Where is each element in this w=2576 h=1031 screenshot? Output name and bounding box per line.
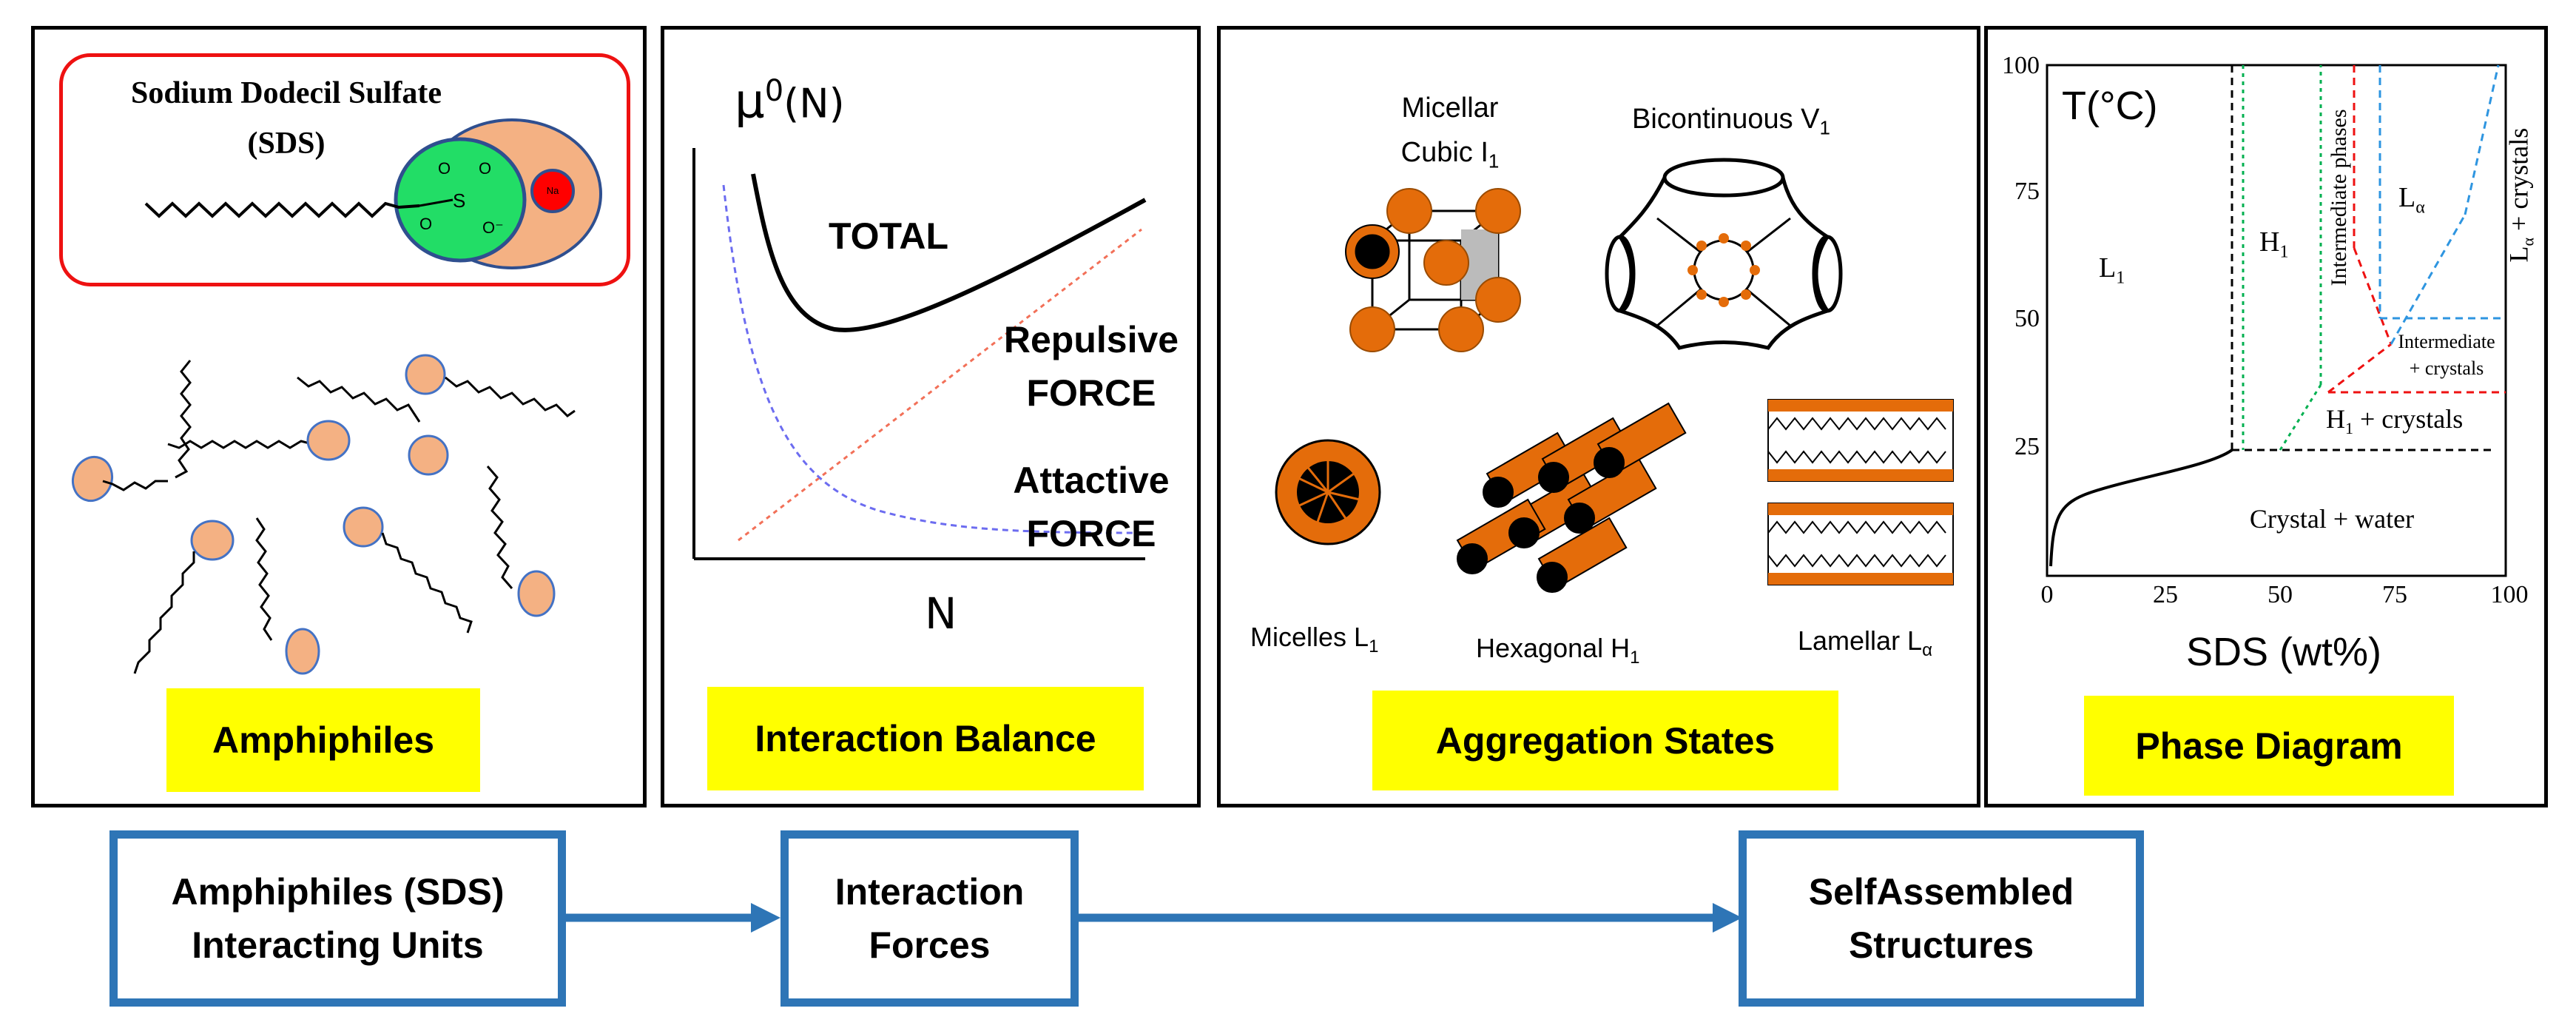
sds-axis-title: SDS (wt%) (2185, 630, 2381, 674)
sulfate-group (394, 137, 527, 263)
amphiphile-2 (167, 420, 351, 461)
interaction-balance-label: Interaction Balance (707, 687, 1144, 790)
region-H1-crystals: H1 + crystals (2326, 404, 2464, 438)
aggregation-drawings (1275, 158, 1954, 593)
flow-box-interaction-line2: Forces (869, 924, 991, 966)
sds-molecule-drawing: Na S O O O⁻ O (72, 118, 602, 675)
amphiphile-7 (255, 517, 320, 675)
micellar-label-line1: Micellar (1401, 93, 1499, 124)
arrow-head-2 (1713, 903, 1742, 933)
x-tick-0: 0 (2040, 581, 2054, 608)
flow-box-self-assembled-line2: Structures (1848, 924, 2034, 966)
phase-diagram-label: Phase Diagram (2084, 696, 2454, 796)
flow-box-self-assembled-line1: SelfAssembled (1808, 871, 2074, 913)
micellar-cubic-structure (1345, 188, 1521, 352)
amphiphile-8 (486, 466, 556, 617)
x-tick-75: 75 (2382, 581, 2407, 608)
y-tick-75: 75 (2014, 178, 2040, 205)
attractive-label-line1: Attactive (1013, 460, 1170, 501)
region-intermediate-crystals-line1: Intermediate (2398, 331, 2495, 352)
amphiphile-1 (72, 360, 192, 503)
svg-text:O: O (419, 215, 432, 233)
region-crystal-water: Crystal + water (2249, 504, 2415, 534)
y-tick-25: 25 (2014, 433, 2040, 460)
attractive-label-line2: FORCE (1026, 513, 1156, 554)
arrow-head-1 (751, 903, 780, 933)
flow-connector-2 (1079, 903, 1742, 933)
svg-text:O: O (479, 159, 491, 178)
region-intermediate-phases: Intermediate phases (2327, 109, 2351, 286)
lamellar-structure (1767, 399, 1954, 585)
na-symbol: Na (547, 185, 559, 196)
temperature-axis-title: T(°C) (2062, 84, 2158, 128)
hexagonal-structure (1456, 402, 1687, 593)
amphiphile-6 (343, 506, 473, 634)
crystal-boundary (2049, 449, 2233, 567)
interaction-balance-panel: μ0(N) TOTAL Repulsive FORCE Attactive FO… (661, 26, 1201, 807)
flow-box-interaction-line1: Interaction (834, 871, 1025, 913)
attractive-curve (722, 184, 1142, 534)
amphiphile-3 (297, 376, 449, 476)
repulsive-label-line2: FORCE (1026, 372, 1156, 414)
x-tick-25: 25 (2153, 581, 2178, 608)
x-axis-n-label: N (925, 588, 957, 639)
aggregation-states-panel: Micellar Cubic I1 Bicontinuous V1 (1217, 26, 1980, 807)
flow-box-amphiphiles-line1: Amphiphiles (SDS) (171, 871, 505, 913)
plot-frame (2046, 64, 2507, 577)
aggregation-states-label: Aggregation States (1372, 691, 1838, 790)
x-tick-50: 50 (2268, 581, 2293, 608)
amphiphiles-panel: Sodium Dodecil Sulfate (SDS) Na S O O O⁻… (31, 26, 647, 807)
interaction-plot (692, 148, 1147, 560)
molecule-title-line1: Sodium Dodecil Sulfate (130, 76, 442, 110)
total-curve (751, 173, 1147, 332)
y-tick-100: 100 (2002, 52, 2040, 79)
flow-box-self-assembled: SelfAssembled Structures (1739, 830, 2144, 1007)
bicontinuous-structure (1605, 158, 1843, 350)
amphiphiles-label: Amphiphiles (166, 688, 480, 792)
sodium-ion (530, 169, 575, 213)
hexagonal-label: Hexagonal H1 (1476, 633, 1640, 668)
region-L1: L1 (2099, 252, 2125, 288)
phase-diagram-panel: T(°C) 100 75 50 25 0 25 50 75 100 SDS (w… (1984, 26, 2548, 807)
svg-text:O: O (438, 159, 451, 178)
micelle-structure (1275, 439, 1381, 545)
region-intermediate-crystals-line2: + crystals (2409, 357, 2484, 379)
bicontinuous-label: Bicontinuous V1 (1632, 104, 1830, 139)
region-La: Lα (2398, 182, 2425, 218)
phase-diagram-plot (2046, 64, 2507, 577)
flow-connector-1 (566, 903, 780, 933)
region-H1: H1 (2259, 226, 2289, 262)
sds-molecule-box (59, 53, 630, 286)
amphiphile-5 (133, 520, 235, 674)
total-label: TOTAL (829, 215, 949, 257)
y-tick-50: 50 (2014, 305, 2040, 332)
flow-box-amphiphiles-line2: Interacting Units (192, 924, 484, 966)
amphiphile-4 (405, 354, 576, 417)
flow-box-amphiphiles: Amphiphiles (SDS) Interacting Units (109, 830, 566, 1007)
svg-text:S: S (453, 189, 465, 212)
flow-box-interaction-forces: Interaction Forces (780, 830, 1079, 1007)
micellar-label-line2: Cubic I1 (1400, 137, 1500, 172)
region-La-crystals: Lα + crystals (2503, 127, 2538, 263)
alkyl-chain (144, 201, 420, 218)
molecule-title-line2: (SDS) (247, 127, 326, 161)
lamellar-label: Lamellar Lα (1798, 625, 1932, 661)
svg-text:O⁻: O⁻ (482, 218, 504, 237)
x-tick-100: 100 (2490, 581, 2529, 608)
micelles-label: Micelles L1 (1250, 622, 1379, 657)
chemical-potential-label: μ0(N) (735, 74, 845, 130)
repulsive-label-line1: Repulsive (1003, 319, 1179, 360)
